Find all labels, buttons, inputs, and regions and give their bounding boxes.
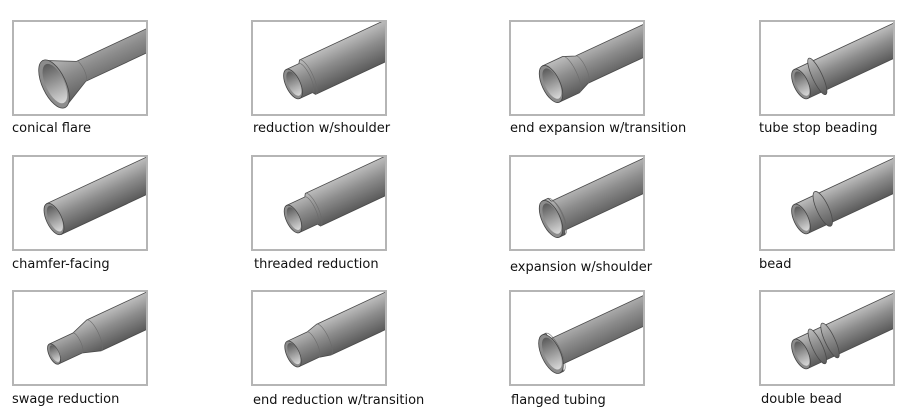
tube-stop-beading-tube-icon xyxy=(791,22,893,100)
tile-frame xyxy=(251,290,387,386)
tile-caption: expansion w/shoulder xyxy=(510,260,653,275)
tile-caption: bead xyxy=(759,257,792,272)
tile-caption: tube stop beading xyxy=(759,121,878,136)
tile-frame xyxy=(251,155,387,251)
tile-caption: threaded reduction xyxy=(254,257,379,272)
tile-caption: swage reduction xyxy=(12,392,120,407)
tile-caption: conical flare xyxy=(12,121,92,136)
tile-caption: double bead xyxy=(761,392,842,407)
tile-frame xyxy=(759,155,895,251)
tile-caption: end reduction w/transition xyxy=(253,393,425,408)
expansion-shoulder-tube-icon xyxy=(538,157,643,238)
tile-frame xyxy=(509,155,645,251)
tile-frame xyxy=(509,20,645,116)
tile-frame xyxy=(759,290,895,386)
swage-reduction-tube-icon xyxy=(47,292,146,365)
conical-flare-tube-icon xyxy=(38,22,146,109)
reduction-shoulder-tube-icon xyxy=(283,22,385,100)
tile-caption: chamfer-facing xyxy=(12,257,110,272)
tile-frame xyxy=(12,20,148,116)
threaded-reduction-tube-icon xyxy=(283,157,385,234)
tile-frame xyxy=(509,290,645,386)
tile-frame xyxy=(759,20,895,116)
double-bead-tube-icon xyxy=(791,292,893,370)
chamfer-facing-tube-icon xyxy=(43,157,146,236)
end-expansion-transition-tube-icon xyxy=(538,22,643,103)
tile-frame xyxy=(12,290,148,386)
tile-frame xyxy=(251,20,387,116)
bead-tube-icon xyxy=(791,157,893,235)
flanged-tubing-tube-icon xyxy=(538,292,643,374)
tile-caption: end expansion w/transition xyxy=(510,121,687,136)
tile-caption: flanged tubing xyxy=(511,393,606,408)
tile-caption: reduction w/shoulder xyxy=(253,121,391,136)
tile-frame xyxy=(12,155,148,251)
end-reduction-transition-tube-icon xyxy=(284,292,385,368)
